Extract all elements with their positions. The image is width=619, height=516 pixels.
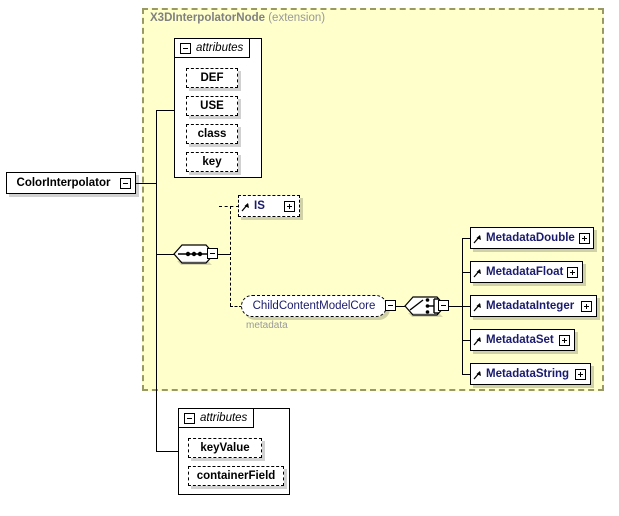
attribute-keyvalue[interactable]: keyValue [188,438,262,458]
attribute-containerfield-label: containerField [196,470,276,482]
element-metadatadouble-expand-toggle[interactable] [578,232,590,244]
connector-to-metadatafloat [462,272,474,273]
attribute-key[interactable]: key [186,152,238,172]
bottom-attributes-header[interactable]: attributes [179,409,255,428]
connector-trunk-vertical [156,110,157,451]
group-ref-childcontentmodelcore-label: ChildContentModelCore [252,300,376,312]
element-metadataset-expand-toggle[interactable] [559,334,570,346]
connector-sequence-branch-trunk [230,206,231,306]
element-metadatafloat[interactable]: MetadataFloat [470,261,583,283]
element-metadatainteger[interactable]: MetadataInteger [470,295,597,317]
element-metadatastring-label: MetadataString [486,368,570,380]
attribute-def[interactable]: DEF [186,68,238,88]
group-ref-collapse-toggle[interactable] [385,300,396,311]
element-metadatastring[interactable]: MetadataString [470,363,591,385]
top-attributes-header[interactable]: attributes [175,39,251,58]
connector-branch-to-is [219,206,239,207]
element-metadatainteger-expand-toggle[interactable] [581,300,592,312]
attribute-key-label: key [202,156,222,168]
group-ref-childcontentmodelcore[interactable]: ChildContentModelCore [241,295,387,317]
connector-trunk-to-sequence [156,254,174,255]
element-metadatainteger-label: MetadataInteger [486,300,575,312]
attribute-def-label: DEF [200,72,224,84]
top-attributes-collapse-toggle[interactable] [180,42,191,54]
element-is-label: IS [254,200,265,212]
element-metadatadouble[interactable]: MetadataDouble [470,227,594,249]
element-reference-arrow-icon [473,299,482,313]
extension-title: X3DInterpolatorNode (extension) [150,12,325,24]
sequence-compositor-icon[interactable] [172,241,216,267]
connector-root-to-trunk [136,183,157,184]
connector-choice-out [449,306,463,307]
connector-trunk-to-top-attributes [156,110,174,111]
sequence-collapse-toggle[interactable] [207,248,218,259]
connector-trunk-to-bottom-attributes [156,451,178,452]
element-is-expand-toggle[interactable] [284,200,295,212]
element-metadataset[interactable]: MetadataSet [470,329,575,351]
connector-to-metadataset [462,340,474,341]
root-element-label: ColorInterpolator [16,177,111,189]
attribute-containerfield[interactable]: containerField [188,466,284,486]
element-reference-arrow-icon [241,199,250,213]
group-ref-caption: metadata [246,320,288,331]
attribute-class[interactable]: class [186,124,238,144]
element-metadataset-label: MetadataSet [486,334,554,346]
element-reference-arrow-icon [473,367,482,381]
element-reference-arrow-icon [473,333,482,347]
root-element-colorinterpolator[interactable]: ColorInterpolator [6,172,136,194]
connector-branch-to-childcontent [230,306,242,307]
connector-sequence-out [218,254,230,255]
attribute-keyvalue-label: keyValue [200,442,250,454]
bottom-attributes-collapse-toggle[interactable] [184,412,195,424]
choice-compositor-icon[interactable] [403,293,447,319]
element-reference-arrow-icon [473,265,482,279]
connector-groupref-to-choice [396,306,405,307]
element-metadatafloat-expand-toggle[interactable] [567,266,579,278]
element-metadatadouble-label: MetadataDouble [486,232,575,244]
top-attributes-label: attributes [196,42,244,54]
root-element-collapse-toggle[interactable] [120,177,131,189]
attribute-use-label: USE [200,100,224,112]
element-is[interactable]: IS [238,195,300,217]
connector-to-metadatainteger [462,306,474,307]
element-metadatastring-expand-toggle[interactable] [575,368,586,380]
element-reference-arrow-icon [473,231,482,245]
bottom-attributes-label: attributes [200,412,248,424]
attribute-class-label: class [197,128,227,140]
attribute-use[interactable]: USE [186,96,238,116]
extension-name: X3DInterpolatorNode [150,12,266,24]
connector-to-metadatastring [462,374,474,375]
extension-kind: (extension) [268,12,326,24]
element-metadatafloat-label: MetadataFloat [486,266,564,278]
choice-collapse-toggle[interactable] [438,300,449,311]
connector-to-metadatadouble [462,238,474,239]
